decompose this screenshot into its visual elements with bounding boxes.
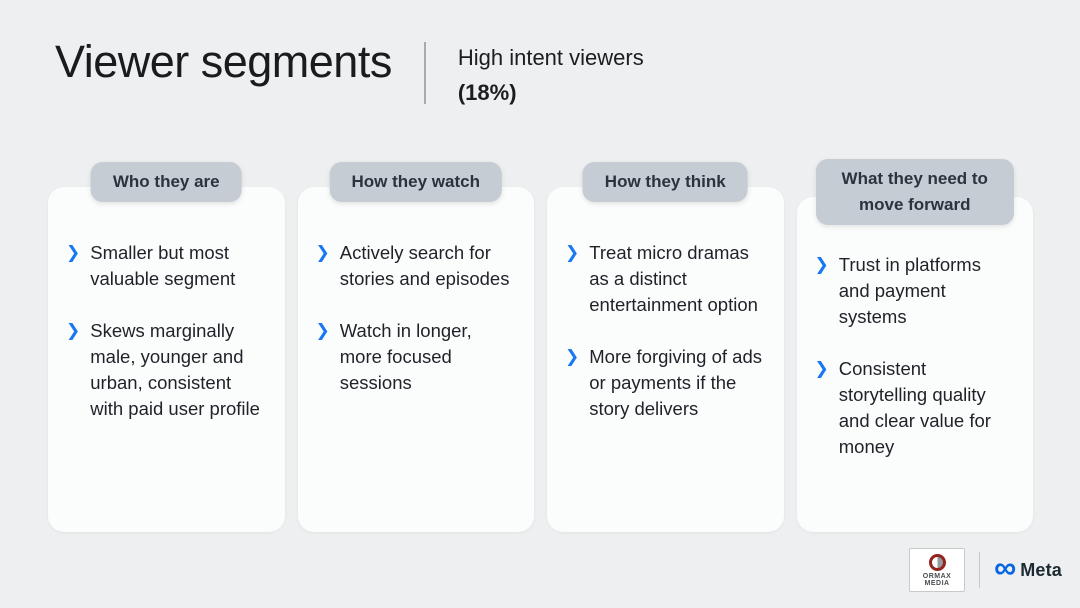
bullet-text: Treat micro dramas as a distinct enterta…	[589, 242, 758, 315]
chevron-right-icon: ❯	[66, 321, 81, 340]
list-item: ❯ Actively search for stories and episod…	[316, 240, 517, 292]
list-item: ❯ Skews marginally male, younger and urb…	[66, 318, 267, 422]
card-header-pill: What they need to move forward	[815, 159, 1014, 225]
ormax-logo-text: ORMAX MEDIA	[923, 573, 952, 587]
chevron-right-icon: ❯	[66, 243, 81, 262]
list-item: ❯ More forgiving of ads or payments if t…	[565, 344, 766, 422]
footer-logos: ORMAX MEDIA ∞ Meta	[909, 548, 1062, 592]
chevron-right-icon: ❯	[814, 359, 829, 378]
ormax-media-logo: ORMAX MEDIA	[909, 548, 966, 592]
bullet-text: Smaller but most valuable segment	[90, 242, 236, 289]
list-item: ❯ Watch in longer, more focused sessions	[316, 318, 517, 396]
card-how-they-watch: How they watch ❯ Actively search for sto…	[297, 162, 534, 532]
ormax-logo-line1: ORMAX	[922, 572, 952, 580]
bullet-list: ❯ Smaller but most valuable segment ❯ Sk…	[66, 240, 267, 422]
footer-divider	[979, 552, 981, 588]
ormax-logo-icon	[928, 553, 946, 571]
chevron-right-icon: ❯	[565, 243, 580, 262]
header-divider	[423, 42, 426, 104]
bullet-text: Watch in longer, more focused sessions	[339, 320, 472, 393]
card-what-they-need: What they need to move forward ❯ Trust i…	[796, 159, 1033, 532]
card-header-pill: Who they are	[90, 162, 242, 202]
segment-cards-row: Who they are ❯ Smaller but most valuable…	[48, 159, 1033, 532]
chevron-right-icon: ❯	[315, 243, 330, 262]
bullet-text: Actively search for stories and episodes	[339, 242, 510, 289]
chevron-right-icon: ❯	[315, 321, 330, 340]
chevron-right-icon: ❯	[814, 255, 829, 274]
list-item: ❯ Consistent storytelling quality and cl…	[815, 356, 1016, 460]
bullet-text: Trust in platforms and payment systems	[838, 254, 981, 327]
bullet-list: ❯ Treat micro dramas as a distinct enter…	[565, 240, 766, 422]
card-who-they-are: Who they are ❯ Smaller but most valuable…	[48, 162, 285, 532]
bullet-text: More forgiving of ads or payments if the…	[589, 346, 763, 419]
meta-wordmark: Meta	[1020, 559, 1062, 580]
ormax-logo-line2: MEDIA	[924, 579, 950, 587]
slide-subtitle: High intent viewers (18%)	[458, 36, 644, 108]
meta-logo: ∞ Meta	[994, 550, 1062, 585]
bullet-list: ❯ Actively search for stories and episod…	[316, 240, 517, 396]
card-header-pill: How they watch	[329, 162, 502, 202]
list-item: ❯ Trust in platforms and payment systems	[815, 252, 1016, 330]
bullet-list: ❯ Trust in platforms and payment systems…	[815, 252, 1016, 460]
card-header-pill: How they think	[582, 162, 748, 202]
slide-header: Viewer segments High intent viewers (18%…	[55, 36, 1040, 108]
bullet-text: Consistent storytelling quality and clea…	[838, 358, 991, 457]
subtitle-segment-share: (18%)	[457, 80, 517, 105]
page-title: Viewer segments	[55, 36, 392, 87]
chevron-right-icon: ❯	[565, 347, 580, 366]
subtitle-segment-name: High intent viewers	[457, 45, 644, 70]
meta-infinity-icon: ∞	[994, 550, 1017, 585]
card-how-they-think: How they think ❯ Treat micro dramas as a…	[547, 162, 784, 532]
list-item: ❯ Treat micro dramas as a distinct enter…	[565, 240, 766, 318]
bullet-text: Skews marginally male, younger and urban…	[90, 320, 260, 419]
list-item: ❯ Smaller but most valuable segment	[66, 240, 267, 292]
